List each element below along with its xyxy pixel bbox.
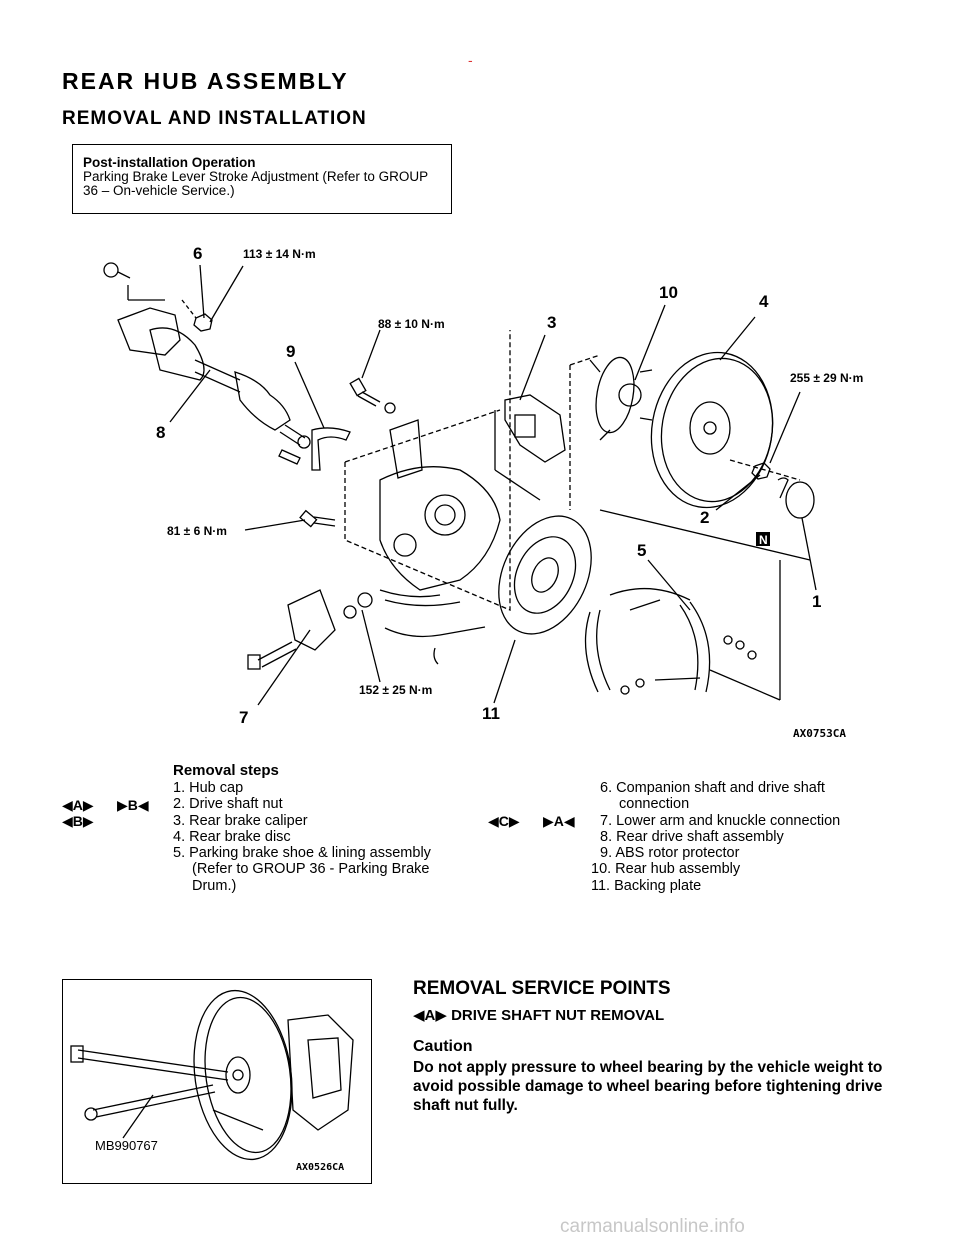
top-dash: - bbox=[468, 52, 473, 68]
brake-caliper-drawing bbox=[494, 394, 566, 501]
note-heading: Post-installation Operation bbox=[83, 155, 256, 170]
callout-9: 9 bbox=[286, 342, 296, 361]
removal-steps-left: 1. Hub cap 2. Drive shaft nut 3. Rear br… bbox=[173, 780, 431, 894]
step-6-cont: connection bbox=[619, 796, 690, 813]
abs-rotor-protector-drawing bbox=[311, 427, 351, 471]
callout-6: 6 bbox=[193, 244, 203, 263]
marker-a-left: ◀A▶ bbox=[62, 797, 94, 813]
step-5-cont2: Drum.) bbox=[192, 877, 237, 894]
service-illustration: MB990767 AX0526CA bbox=[62, 979, 372, 1184]
lower-arm-bracket-drawing bbox=[247, 589, 373, 670]
note-body: Parking Brake Lever Stroke Adjustment (R… bbox=[83, 169, 428, 198]
torque-113: 113 ± 14 N·m bbox=[243, 247, 316, 261]
knuckle-drawing bbox=[379, 419, 501, 607]
step-5-cont: (Refer to GROUP 36 - Parking Brake bbox=[192, 861, 430, 878]
page-subtitle: REMOVAL AND INSTALLATION bbox=[62, 108, 367, 129]
step-5: 5. Parking brake shoe & lining assembly bbox=[173, 845, 431, 862]
callout-3: 3 bbox=[547, 313, 557, 332]
nut-6-drawing bbox=[193, 313, 213, 332]
rear-hub-drawing bbox=[589, 356, 653, 441]
callout-11: 11 bbox=[482, 704, 500, 723]
marker-a-right: ▶A◀ bbox=[543, 813, 575, 829]
cotter-pin-drawing bbox=[777, 477, 789, 499]
watermark: carmanualsonline.info bbox=[560, 1216, 745, 1237]
caution-title: Caution bbox=[413, 1038, 473, 1055]
diagram-code: AX0753CA bbox=[793, 727, 846, 740]
step-6: 6. Companion shaft and drive shaft bbox=[600, 780, 825, 796]
step-3: 3. Rear brake caliper bbox=[173, 812, 308, 829]
removal-steps-title: Removal steps bbox=[173, 762, 279, 779]
torque-255: 255 ± 29 N·m bbox=[790, 371, 864, 385]
brake-disc-drawing bbox=[650, 351, 774, 509]
torque-88: 88 ± 10 N·m bbox=[378, 317, 445, 331]
callout-8: 8 bbox=[156, 423, 166, 442]
torque-81: 81 ± 6 N·m bbox=[167, 524, 227, 538]
callout-4: 4 bbox=[759, 292, 769, 311]
page-title: REAR HUB ASSEMBLY bbox=[62, 68, 349, 94]
callout-1: 1 bbox=[812, 592, 822, 611]
service-points-subtitle: ◀A▶ DRIVE SHAFT NUT REMOVAL bbox=[413, 1006, 664, 1024]
parking-brake-shoe-drawing bbox=[584, 587, 757, 695]
photo-code: AX0526CA bbox=[296, 1162, 345, 1173]
step-9: 9. ABS rotor protector bbox=[600, 845, 740, 862]
step-1: 1. Hub cap bbox=[173, 780, 244, 796]
drive-shaft-drawing bbox=[103, 262, 311, 465]
callout-5: 5 bbox=[637, 541, 647, 560]
bolt-88-drawing bbox=[349, 377, 396, 414]
step-4: 4. Rear brake disc bbox=[173, 828, 291, 845]
removal-steps-right: 6. Companion shaft and drive shaft conne… bbox=[591, 780, 841, 894]
caution-body: Do not apply pressure to wheel bearing b… bbox=[413, 1059, 883, 1114]
step-7: 7. Lower arm and knuckle connection bbox=[600, 812, 841, 829]
service-subtitle-text: DRIVE SHAFT NUT REMOVAL bbox=[451, 1007, 665, 1024]
callout-2: 2 bbox=[700, 508, 710, 527]
marker-c-left: ◀C▶ bbox=[488, 813, 520, 829]
step-10: 10. Rear hub assembly bbox=[591, 861, 741, 878]
step-11: 11. Backing plate bbox=[591, 877, 702, 894]
special-tool-drawing bbox=[70, 989, 354, 1161]
service-points-title: REMOVAL SERVICE POINTS bbox=[413, 978, 671, 999]
bolt-81-drawing bbox=[299, 509, 336, 528]
service-marker: ◀A▶ bbox=[413, 1007, 447, 1024]
new-part-mark: N bbox=[759, 533, 768, 547]
new-part-box bbox=[756, 532, 770, 546]
post-installation-note: Post-installation Operation Parking Brak… bbox=[72, 144, 452, 214]
step-2: 2. Drive shaft nut bbox=[173, 796, 283, 813]
backing-plate-drawing bbox=[498, 515, 592, 635]
tool-label: MB990767 bbox=[95, 1138, 158, 1153]
drive-shaft-nut-drawing bbox=[751, 462, 771, 480]
torque-152: 152 ± 25 N·m bbox=[359, 683, 433, 697]
callout-10: 10 bbox=[659, 283, 678, 302]
parking-cable-drawing bbox=[384, 626, 486, 638]
marker-b-right: ▶B◀ bbox=[117, 797, 149, 813]
hub-cap-drawing bbox=[785, 481, 815, 519]
callout-7: 7 bbox=[239, 708, 249, 727]
marker-b-left: ◀B▶ bbox=[62, 813, 94, 829]
step-8: 8. Rear drive shaft assembly bbox=[600, 828, 784, 845]
exploded-diagram: N bbox=[103, 262, 817, 706]
